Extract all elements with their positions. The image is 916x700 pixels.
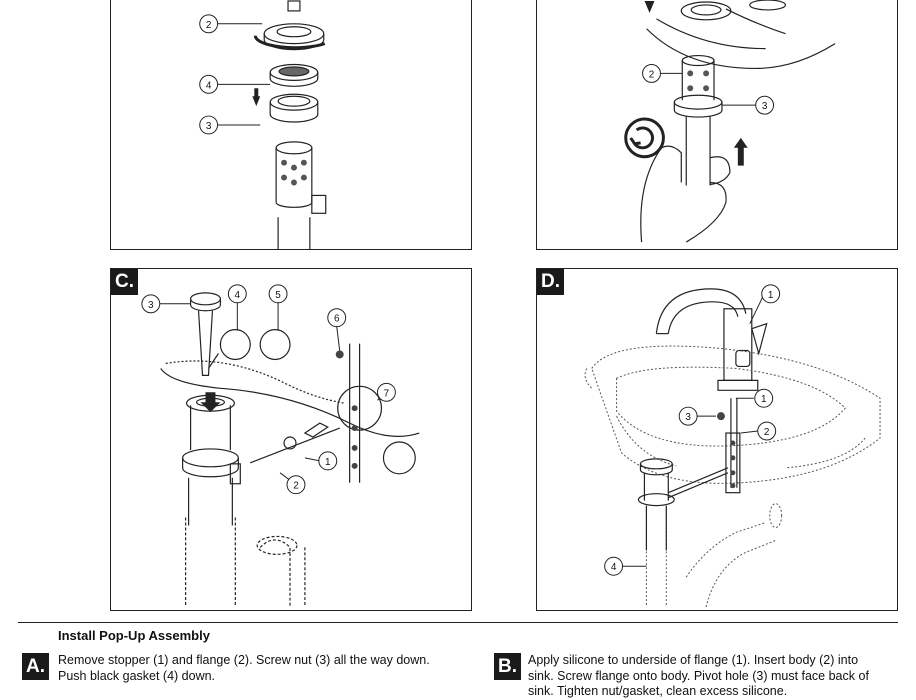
step-b-line-2: sink. Screw flange onto body. Pivot hole…: [528, 668, 869, 683]
panel-c-illustration: 3 4 5 6 7 1 2: [141, 284, 420, 608]
callout-c-3: 3: [148, 300, 154, 311]
callout-a-2: 2: [206, 20, 212, 31]
callout-b-3: 3: [762, 101, 768, 112]
step-a-badge: A.: [22, 653, 49, 680]
step-b-line-1: Apply silicone to underside of flange (1…: [528, 653, 859, 667]
callout-c-6: 6: [334, 314, 340, 325]
callout-d-4: 4: [611, 562, 617, 573]
diagram-panel-c: 3 4 5 6 7 1 2 C.: [110, 268, 472, 611]
panel-d-letter: D.: [537, 269, 564, 295]
callout-d-1-top: 1: [768, 290, 774, 301]
panel-c-letter: C.: [111, 269, 138, 295]
panel-d-illustration: 1 1 3 2 4: [584, 284, 881, 608]
section-title: Install Pop-Up Assembly: [58, 628, 210, 643]
diagram-panel-b: 2 3: [536, 0, 898, 250]
callout-d-2: 2: [764, 427, 770, 438]
step-b-text: Apply silicone to underside of flange (1…: [528, 653, 908, 700]
callout-c-7: 7: [384, 388, 390, 399]
panel-b-illustration: 2 3: [624, 0, 836, 243]
callout-c-1: 1: [325, 457, 331, 468]
diagram-panel-a: 2 4 3: [110, 0, 472, 250]
callout-b-2: 2: [649, 69, 655, 80]
section-divider: [18, 622, 898, 623]
step-b-badge: B.: [494, 653, 521, 680]
callout-d-3: 3: [685, 412, 691, 423]
callout-a-4: 4: [206, 80, 212, 91]
callout-c-2: 2: [293, 481, 299, 492]
step-a-line-2: Push black gasket (4) down.: [58, 668, 216, 683]
step-a-text: Remove stopper (1) and flange (2). Screw…: [58, 653, 478, 684]
panel-a-illustration: 2 4 3: [199, 0, 327, 249]
callout-d-1-lower: 1: [761, 394, 767, 405]
step-a-line-1: Remove stopper (1) and flange (2). Screw…: [58, 653, 430, 667]
step-b-line-3: sink. Tighten nut/gasket, clean excess s…: [528, 684, 788, 698]
callout-a-3: 3: [206, 121, 212, 132]
callout-c-5: 5: [275, 290, 281, 301]
callout-c-4: 4: [235, 290, 241, 301]
diagram-panel-d: 1 1 3 2 4 D.: [536, 268, 898, 611]
